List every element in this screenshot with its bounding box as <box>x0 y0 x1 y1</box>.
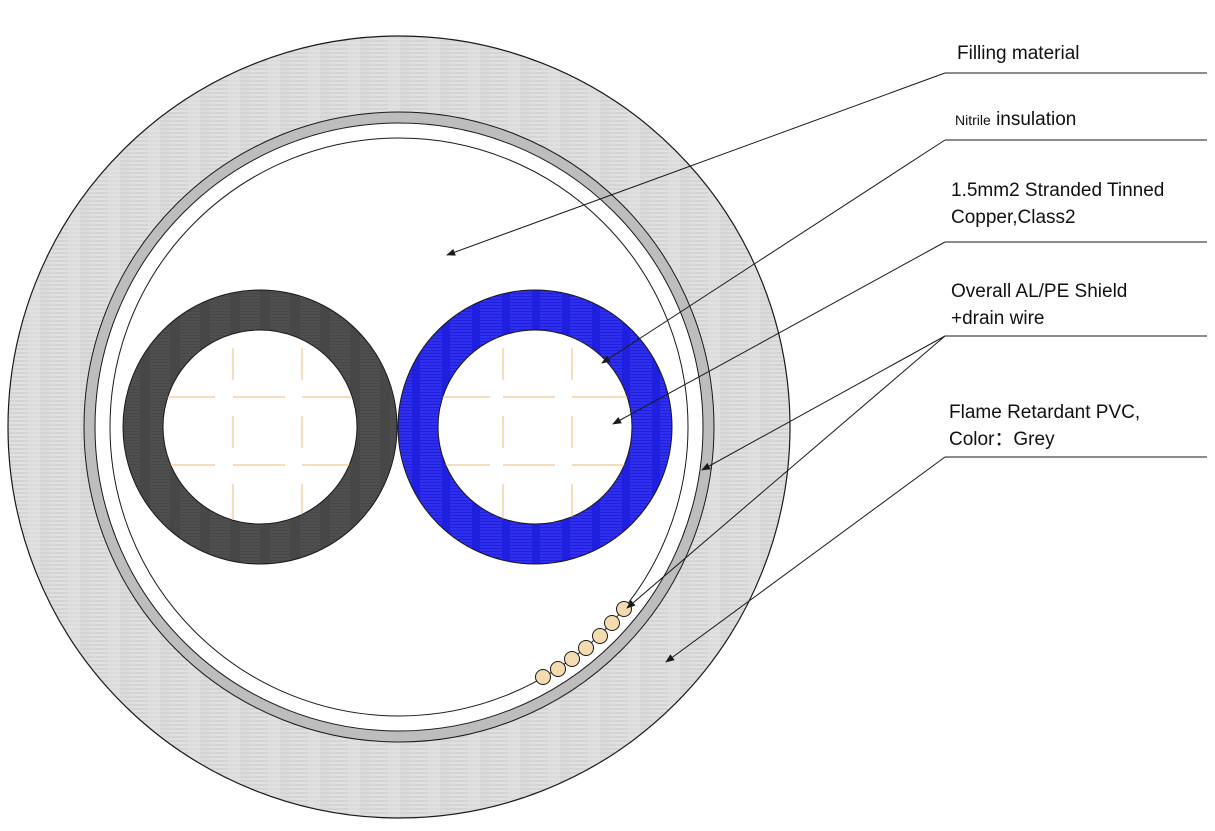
label-conductor-line2: Copper,Class2 <box>951 207 1076 228</box>
label-conductor: 1.5mm2 Stranded Tinned Copper,Class2 <box>951 177 1164 231</box>
arrow-filling <box>446 72 946 256</box>
label-sheath-line1: Flame Retardant PVC, <box>949 402 1141 423</box>
label-sheath-line2: Color：Grey <box>949 429 1055 450</box>
label-insulation-prefix: Nitrile <box>955 112 991 128</box>
arrow-insulation <box>601 139 946 364</box>
drain-strand <box>564 651 580 667</box>
arrow-drain-wire <box>626 335 946 609</box>
arrow-shield <box>701 335 946 471</box>
label-insulation-text: insulation <box>996 109 1077 130</box>
core-blue-strands <box>440 348 630 520</box>
drain-strand <box>604 615 620 631</box>
label-conductor-line1: 1.5mm2 Stranded Tinned <box>951 180 1165 201</box>
arrow-conductor <box>612 241 946 425</box>
arrow-sheath <box>665 456 946 663</box>
drain-strand <box>535 669 551 685</box>
label-shield-line2: +drain wire <box>951 308 1045 329</box>
label-shield: Overall AL/PE Shield +drain wire <box>951 278 1127 332</box>
core-black-strands <box>165 348 352 520</box>
label-shield-line1: Overall AL/PE Shield <box>951 281 1128 302</box>
drain-strand <box>550 661 566 677</box>
label-filling-material: Filling material <box>957 40 1079 67</box>
drain-strand <box>616 601 632 617</box>
drain-strand <box>578 640 594 656</box>
label-insulation: Nitrile insulation <box>955 106 1076 134</box>
leader-arrows <box>446 72 946 663</box>
label-sheath: Flame Retardant PVC, Color：Grey <box>949 399 1140 453</box>
label-underlines <box>945 72 1207 458</box>
core-black-conductor <box>162 329 358 525</box>
drain-strand <box>592 628 608 644</box>
label-filling-text: Filling material <box>957 43 1080 64</box>
core-blue-conductor <box>437 329 633 525</box>
drain-wire <box>535 601 632 685</box>
